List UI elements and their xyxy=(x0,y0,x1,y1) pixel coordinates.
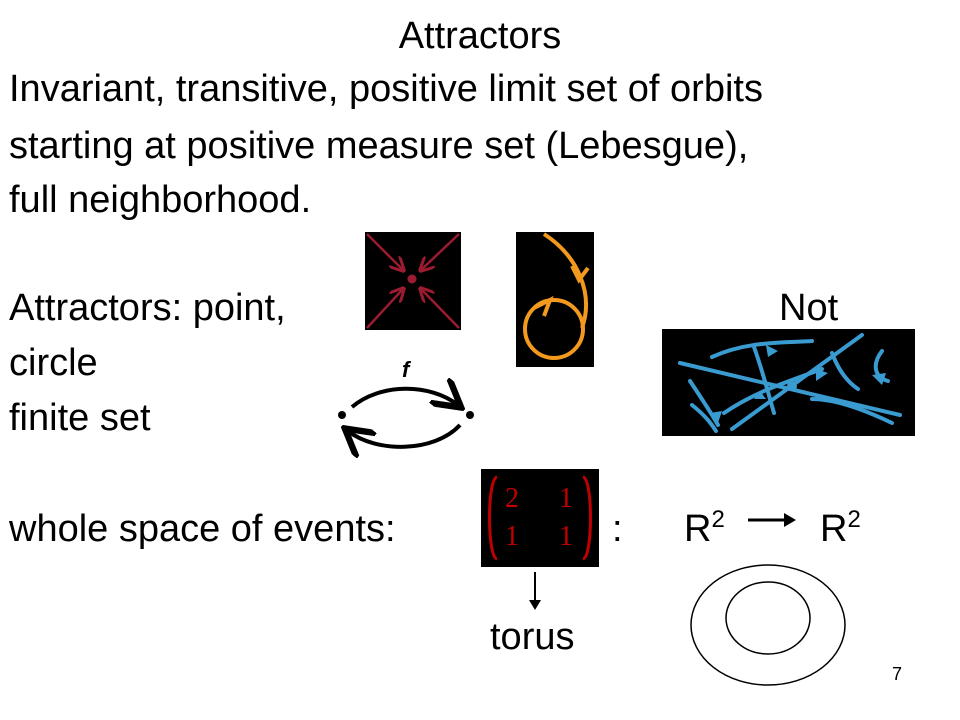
definition-line-2: starting at positive measure set (Lebesg… xyxy=(9,125,749,167)
inner-ellipse xyxy=(725,581,811,655)
orbit-point-right xyxy=(466,411,474,419)
map-label-f: f xyxy=(402,357,410,382)
r2-codomain: R2 xyxy=(820,506,861,550)
definition-line-3: full neighborhood. xyxy=(9,179,312,221)
finite-set-text: finite set xyxy=(9,397,151,439)
slide-title: Attractors xyxy=(398,15,562,57)
slide-number: 7 xyxy=(891,664,902,684)
nested-ellipses-diagram xyxy=(690,564,846,686)
definition-line-1: Invariant, transitive, positive limit se… xyxy=(9,68,763,110)
matrix-entry-a: 2 xyxy=(505,483,519,514)
period-two-orbit-diagram xyxy=(338,355,474,460)
r2-domain: R2 xyxy=(684,506,725,550)
not-text: Not xyxy=(779,287,839,329)
torus-matrix-image: 2 1 1 1 xyxy=(481,469,599,567)
matrix-brackets xyxy=(488,475,592,561)
attractors-point-text: Attractors: point, xyxy=(9,287,286,329)
outer-ellipse xyxy=(690,564,846,686)
matrix-entry-d: 1 xyxy=(559,521,573,552)
orbit-point-left xyxy=(338,411,346,419)
not-attractor-image xyxy=(662,329,915,436)
matrix-entry-c: 1 xyxy=(505,521,519,552)
torus-text: torus xyxy=(490,616,575,658)
whole-space-text: whole space of events: xyxy=(9,508,396,550)
circle-text: circle xyxy=(9,342,98,384)
arrow-right-icon xyxy=(748,513,796,527)
point-attractor-image xyxy=(365,232,461,330)
circle-attractor-image xyxy=(516,232,594,367)
colon-text: : xyxy=(612,508,623,550)
arrow-down-icon xyxy=(529,572,541,610)
matrix-entry-b: 1 xyxy=(559,483,573,514)
